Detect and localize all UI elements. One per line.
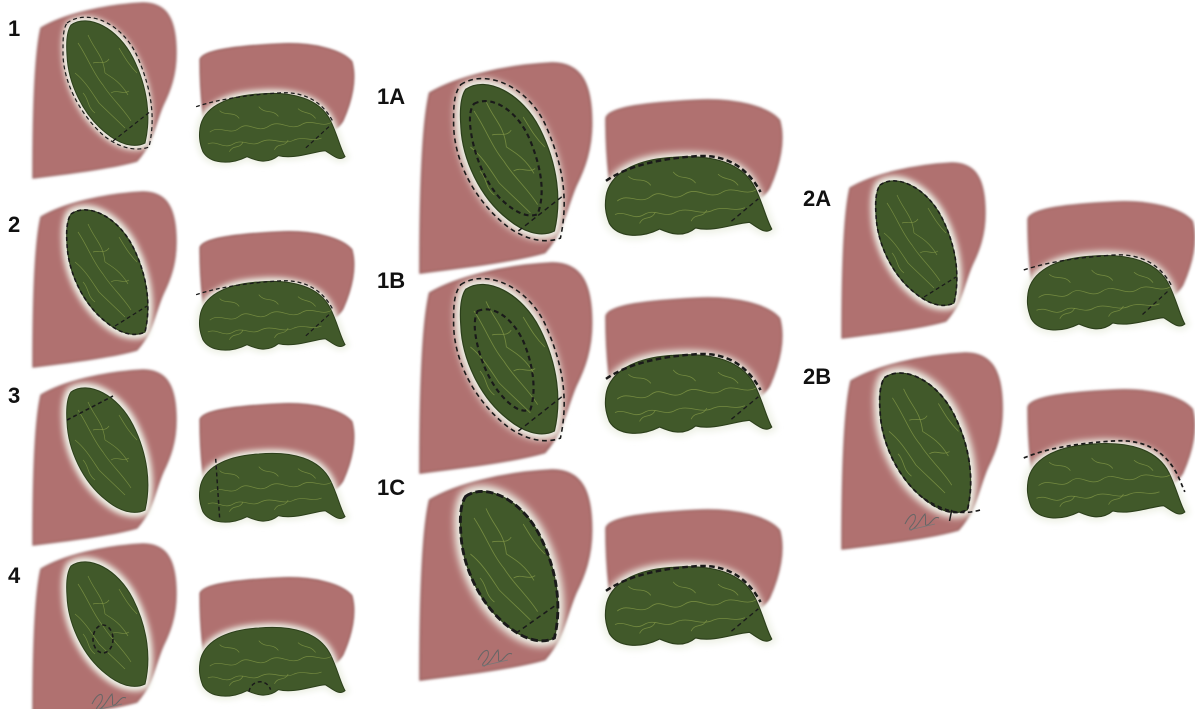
panel-4-frontal-view: [33, 544, 176, 709]
panel-3-lateral-view: [199, 404, 353, 522]
panel-1-frontal-view: [33, 3, 176, 178]
panel-label-4: 4: [8, 565, 20, 587]
panel-1B-lateral-view: [605, 298, 781, 433]
panel-label-1B: 1B: [377, 270, 405, 292]
panel-3-frontal-view: [33, 370, 176, 545]
panel-2A-lateral-view: [1024, 202, 1195, 330]
panel-1C-lateral-view: [605, 510, 781, 645]
panel-label-1C: 1C: [377, 477, 405, 499]
panel-1-lateral-view: [196, 44, 354, 162]
panel-2-frontal-view: [33, 192, 176, 367]
panel-label-2: 2: [8, 214, 20, 236]
panel-2-lateral-view: [196, 232, 354, 350]
panel-label-1: 1: [8, 18, 20, 40]
panel-2B-lateral-view: [1024, 390, 1195, 518]
panel-4-lateral-view: [199, 578, 353, 696]
panel-label-3: 3: [8, 385, 20, 407]
panel-1A-lateral-view: [605, 100, 781, 235]
panel-label-1A: 1A: [377, 86, 405, 108]
panel-1A-frontal-view: [420, 63, 592, 273]
panel-1B-frontal-view: [420, 263, 592, 473]
panel-label-2A: 2A: [803, 188, 831, 210]
panel-2B-frontal-view: [842, 353, 1002, 549]
panel-1C-frontal-view: [420, 470, 592, 680]
panel-label-2B: 2B: [803, 366, 831, 388]
panel-2A-frontal-view: [842, 163, 985, 338]
